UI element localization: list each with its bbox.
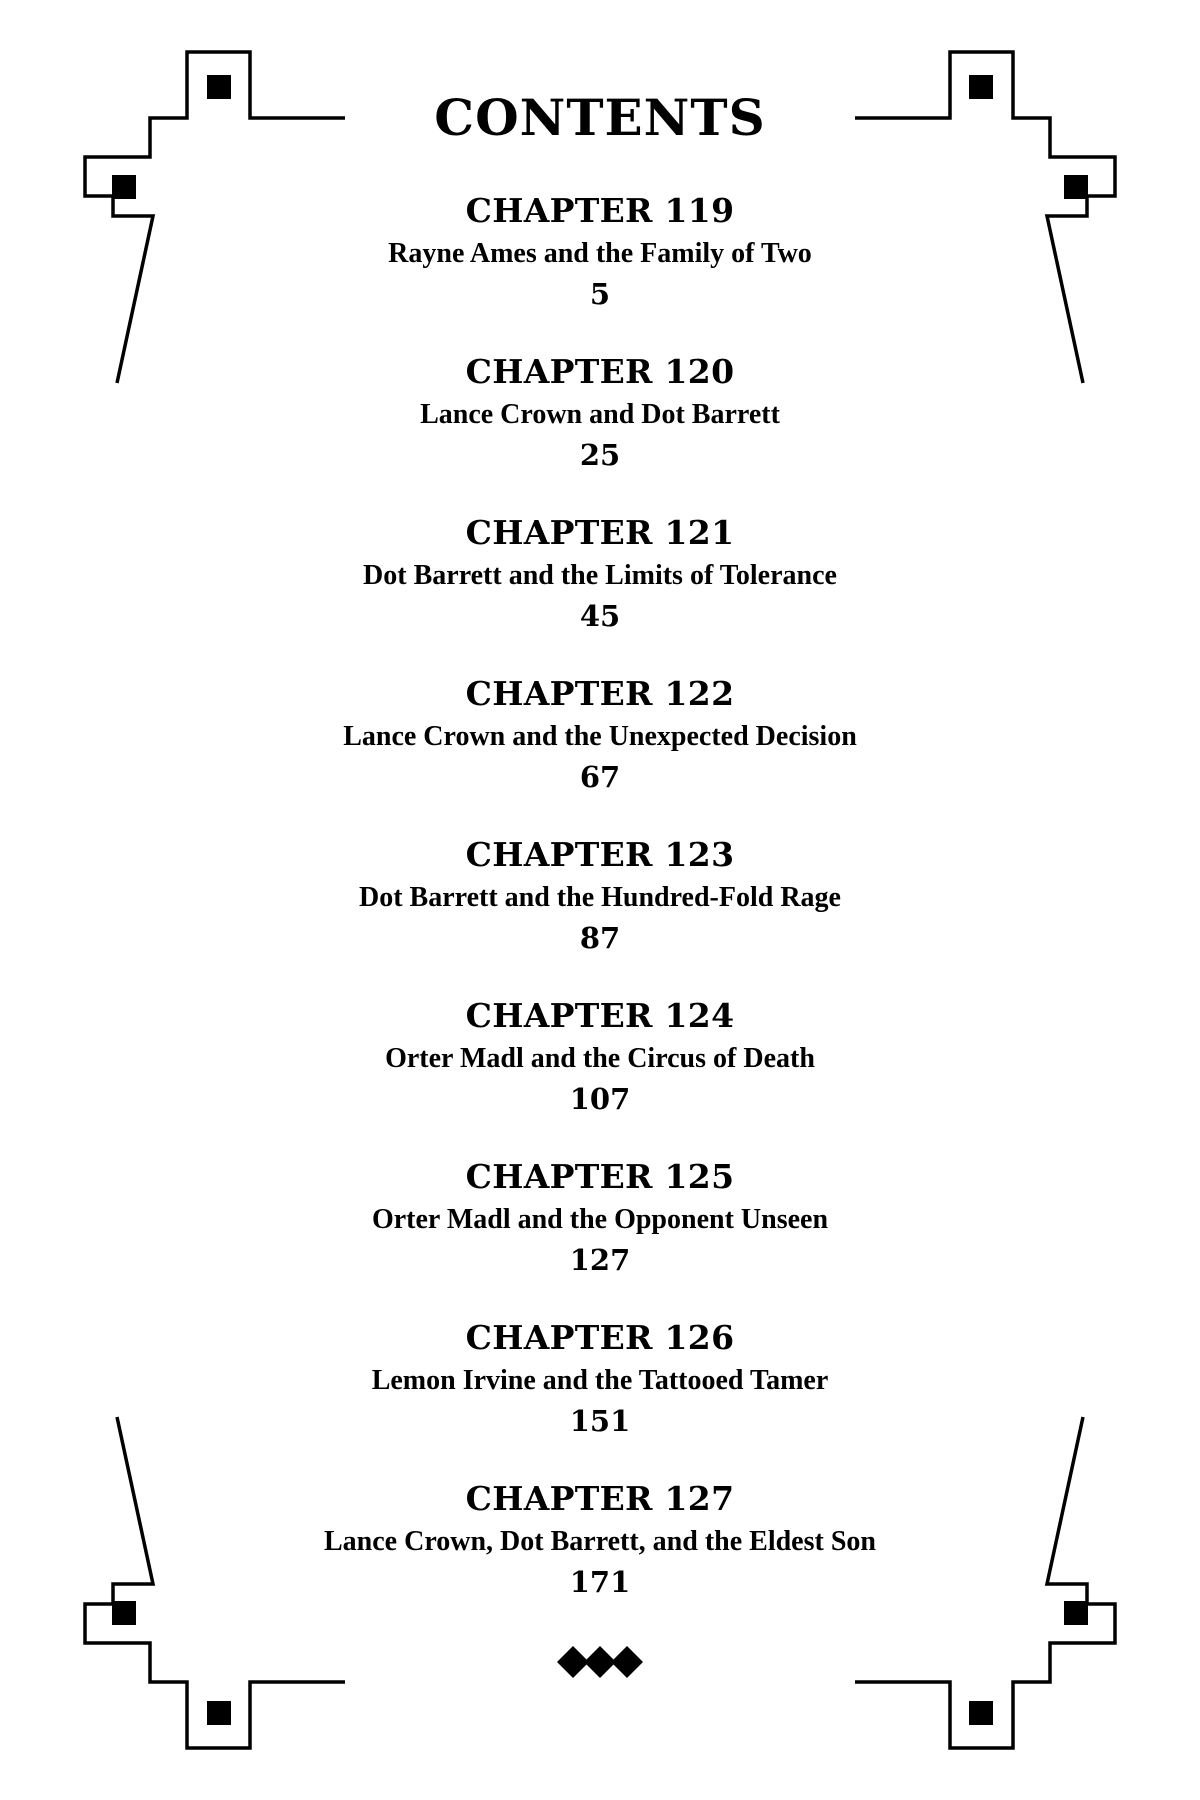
chapter-title: Lance Crown and the Unexpected Decision [343,721,857,752]
chapter-number: CHAPTER 125 [465,1157,735,1196]
toc-entry-127[interactable]: CHAPTER 127 Lance Crown, Dot Barrett, an… [0,1478,1200,1639]
toc-entry-124[interactable]: CHAPTER 124 Orter Madl and the Circus of… [0,995,1200,1156]
page-number: 25 [579,438,621,472]
chapter-number: CHAPTER 122 [465,674,735,713]
chapter-title: Orter Madl and the Circus of Death [385,1043,815,1074]
triple-diamond-icon [557,1646,643,1678]
chapter-title: Lemon Irvine and the Tattooed Tamer [371,1365,829,1396]
chapter-number: CHAPTER 127 [465,1479,735,1518]
toc-entry-126[interactable]: CHAPTER 126 Lemon Irvine and the Tattooe… [0,1317,1200,1478]
chapter-title: Dot Barrett and the Hundred-Fold Rage [359,882,841,913]
chapter-number: CHAPTER 120 [465,352,735,391]
chapter-number: CHAPTER 123 [465,835,735,874]
toc-entry-121[interactable]: CHAPTER 121 Dot Barrett and the Limits o… [0,512,1200,673]
page-number: 45 [579,599,621,633]
page-number: 5 [589,277,611,311]
toc-entry-120[interactable]: CHAPTER 120 Lance Crown and Dot Barrett … [0,351,1200,512]
chapter-title: Lance Crown, Dot Barrett, and the Eldest… [324,1526,876,1557]
chapter-number: CHAPTER 119 [465,191,735,230]
page-number: 171 [569,1565,631,1599]
chapter-number: CHAPTER 126 [465,1318,735,1357]
toc-entry-119[interactable]: CHAPTER 119 Rayne Ames and the Family of… [0,190,1200,351]
chapter-title: Rayne Ames and the Family of Two [388,238,812,269]
page-number: 127 [569,1243,631,1277]
chapter-title: Orter Madl and the Opponent Unseen [371,1204,829,1235]
table-of-contents: CHAPTER 119 Rayne Ames and the Family of… [0,190,1200,1639]
toc-entry-125[interactable]: CHAPTER 125 Orter Madl and the Opponent … [0,1156,1200,1317]
toc-entry-122[interactable]: CHAPTER 122 Lance Crown and the Unexpect… [0,673,1200,834]
page-number: 87 [579,921,621,955]
chapter-number: CHAPTER 124 [465,996,735,1035]
page-number: 67 [579,760,621,794]
chapter-title: Lance Crown and Dot Barrett [420,399,780,430]
page-title: CONTENTS [434,88,766,147]
chapter-number: CHAPTER 121 [465,513,735,552]
toc-entry-123[interactable]: CHAPTER 123 Dot Barrett and the Hundred-… [0,834,1200,995]
chapter-title: Dot Barrett and the Limits of Tolerance [363,560,837,591]
page-number: 151 [569,1404,631,1438]
page-number: 107 [569,1082,631,1116]
